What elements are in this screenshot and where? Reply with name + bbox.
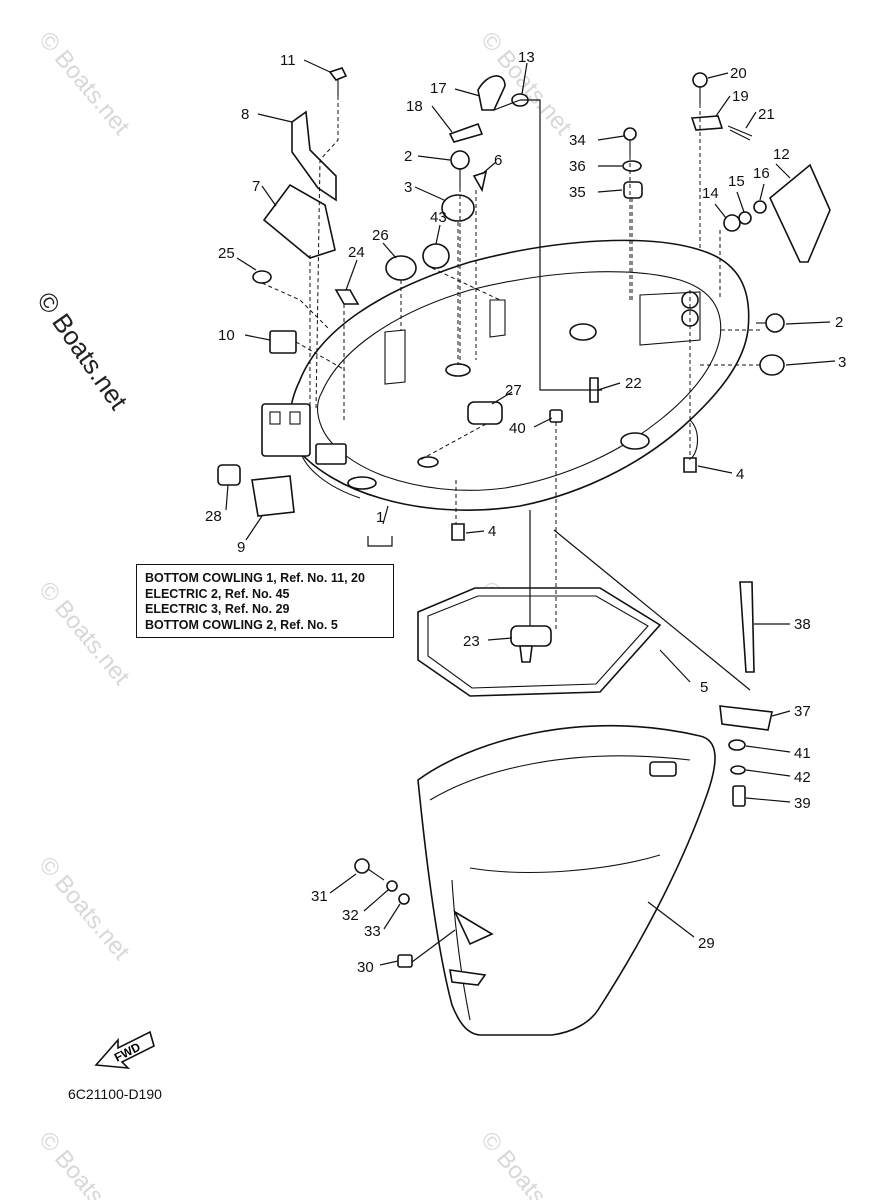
reference-note-box: BOTTOM COWLING 1, Ref. No. 11, 20 ELECTR…	[136, 564, 394, 638]
watermark-text: © Boats.net	[33, 852, 135, 966]
callout-label: 32	[342, 907, 359, 924]
forward-arrow: FWD	[94, 1030, 155, 1070]
callout-label: 22	[625, 375, 642, 392]
callout-label: 24	[348, 244, 365, 261]
reference-line: ELECTRIC 2, Ref. No. 45	[145, 586, 290, 601]
callout-label: 21	[758, 106, 775, 123]
callout-label: 27	[505, 382, 522, 399]
callout-label: 16	[753, 165, 770, 182]
callout-label: 36	[569, 158, 586, 175]
callout-label: 30	[357, 959, 374, 976]
callout-label: 5	[700, 679, 708, 696]
callout-label: 26	[372, 227, 389, 244]
callout-label: 40	[509, 420, 526, 437]
callout-label: 14	[702, 185, 719, 202]
watermark-text: © Boats.net	[33, 1127, 135, 1200]
callout-label: 4	[488, 523, 496, 540]
callout-label: 33	[364, 923, 381, 940]
reference-line: BOTTOM COWLING 1, Ref. No. 11, 20	[145, 571, 365, 585]
callout-leaders	[225, 59, 836, 966]
callout-label: 10	[218, 327, 235, 344]
callout-label: 43	[430, 209, 447, 226]
callout-label: 42	[794, 769, 811, 786]
callout-label: 37	[794, 703, 811, 720]
reference-line: ELECTRIC 3, Ref. No. 29	[145, 602, 290, 616]
callout-label: 12	[773, 146, 790, 163]
callout-label: 8	[241, 106, 249, 123]
callout-label: 39	[794, 795, 811, 812]
callout-label: 31	[311, 888, 328, 905]
callout-label: 6	[494, 152, 502, 169]
callout-label: 19	[732, 88, 749, 105]
callout-label: 11	[280, 52, 296, 69]
main-watermark: © Boats.net	[31, 286, 134, 415]
callout-label: 25	[218, 245, 235, 262]
callout-label: 7	[252, 178, 260, 195]
watermark-text: © Boats.net	[475, 1127, 577, 1200]
callout-label: 29	[698, 935, 715, 952]
callout-label: 2	[404, 148, 412, 165]
callout-label: 38	[794, 616, 811, 633]
callout-label: 15	[728, 173, 745, 190]
callout-label: 28	[205, 508, 222, 525]
callout-labels: 11 13 17 18 8 2 6 3 7 43 26 24 25 10 27 …	[205, 49, 846, 976]
watermark-text: © Boats.net	[33, 577, 135, 691]
callout-label: 20	[730, 65, 747, 82]
callout-label: 13	[518, 49, 535, 66]
callout-label: 3	[838, 354, 846, 371]
callout-label: 23	[463, 633, 480, 650]
small-parts	[217, 67, 831, 968]
assembly-lines	[261, 96, 760, 691]
callout-label: 1	[376, 509, 384, 526]
callout-label: 17	[430, 80, 447, 97]
callout-label: 35	[569, 184, 586, 201]
callout-label: 18	[406, 98, 423, 115]
diagram-code: 6C21100-D190	[68, 1086, 162, 1102]
reference-line: BOTTOM COWLING 2, Ref. No. 5	[145, 617, 338, 632]
lower-cowling	[417, 724, 716, 1036]
callout-label: 4	[736, 466, 744, 483]
callout-label: 2	[835, 314, 843, 331]
watermark-text: © Boats.net	[33, 27, 135, 141]
bottom-cowling	[261, 239, 750, 511]
callout-label: 41	[794, 745, 811, 762]
callout-label: 3	[404, 179, 412, 196]
callout-label: 34	[569, 132, 586, 149]
callout-label: 9	[237, 539, 245, 556]
